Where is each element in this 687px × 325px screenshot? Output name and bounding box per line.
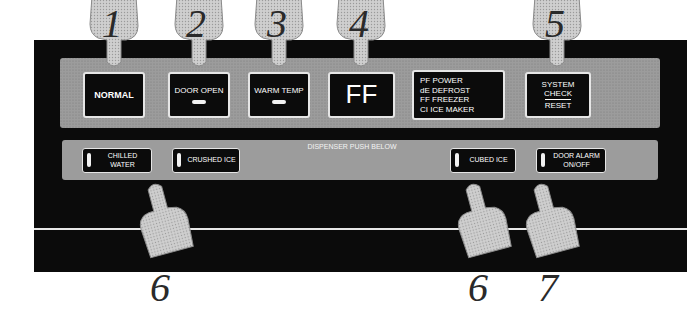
callout-number: 7 — [538, 268, 558, 308]
pointing-hand — [337, 0, 385, 66]
dispenser-button: CHILLED WATER — [82, 148, 152, 173]
callout-number: 3 — [267, 4, 287, 44]
indicator-button: DOOR OPEN — [168, 72, 230, 118]
button-label: CI ICE MAKER — [420, 105, 474, 115]
indicator-light — [272, 100, 286, 104]
pointing-hand — [175, 0, 223, 66]
pointing-hand — [90, 0, 138, 66]
button-label: DOOR ALARM ON/OFF — [551, 152, 602, 169]
callout-number: 6 — [468, 268, 488, 308]
door-alarm-button: DOOR ALARM ON/OFF — [536, 148, 606, 173]
dispenser-button: CRUSHED ICE — [172, 148, 240, 173]
dispenser-band: DISPENSER PUSH BELOW CHILLED WATER CRUSHED… — [62, 140, 658, 180]
pointing-hand — [533, 0, 581, 66]
pointing-hand — [517, 178, 581, 258]
pointing-hand — [449, 178, 513, 258]
band-caption: DISPENSER PUSH BELOW — [242, 143, 462, 152]
callout-number: 5 — [545, 4, 565, 44]
code-display: FF — [328, 72, 395, 118]
button-label: RESET — [545, 99, 572, 111]
dispenser-arrow — [339, 164, 365, 172]
indicator-light — [541, 153, 545, 167]
callout-number: 2 — [186, 4, 206, 44]
button-label: CHILLED WATER — [97, 152, 148, 169]
pointing-hand — [255, 0, 303, 66]
button-label: dE DEFROST — [420, 86, 470, 96]
panel-line — [34, 228, 687, 230]
upper-gray-band — [60, 58, 660, 128]
callout-number: 1 — [102, 4, 122, 44]
callout-number: 6 — [150, 268, 170, 308]
mode-button: NORMAL — [83, 72, 145, 118]
indicator-button: WARM TEMP — [248, 72, 310, 118]
button-label: NORMAL — [94, 90, 134, 101]
dispenser-button: CUBED ICE — [450, 148, 516, 173]
indicator-light — [87, 153, 91, 167]
button-label: WARM TEMP — [254, 86, 303, 96]
button-label: DOOR OPEN — [175, 86, 224, 96]
button-label: FF — [346, 81, 378, 109]
button-label: CUBED ICE — [469, 156, 507, 165]
button-label: SYSTEM CHECK — [530, 80, 586, 99]
button-label: CRUSHED ICE — [187, 156, 235, 165]
reset-button: SYSTEM CHECKRESET — [525, 72, 591, 118]
callout-number: 4 — [349, 4, 369, 44]
indicator-light — [192, 100, 206, 104]
black-panel — [34, 40, 687, 272]
button-label: PF POWER — [420, 76, 463, 86]
button-label: FF FREEZER — [420, 95, 469, 105]
indicator-light — [455, 153, 459, 167]
pointing-hand — [131, 178, 195, 258]
indicator-light — [177, 153, 181, 167]
code-legend-box: PF POWERdE DEFROSTFF FREEZERCI ICE MAKER — [412, 70, 505, 120]
